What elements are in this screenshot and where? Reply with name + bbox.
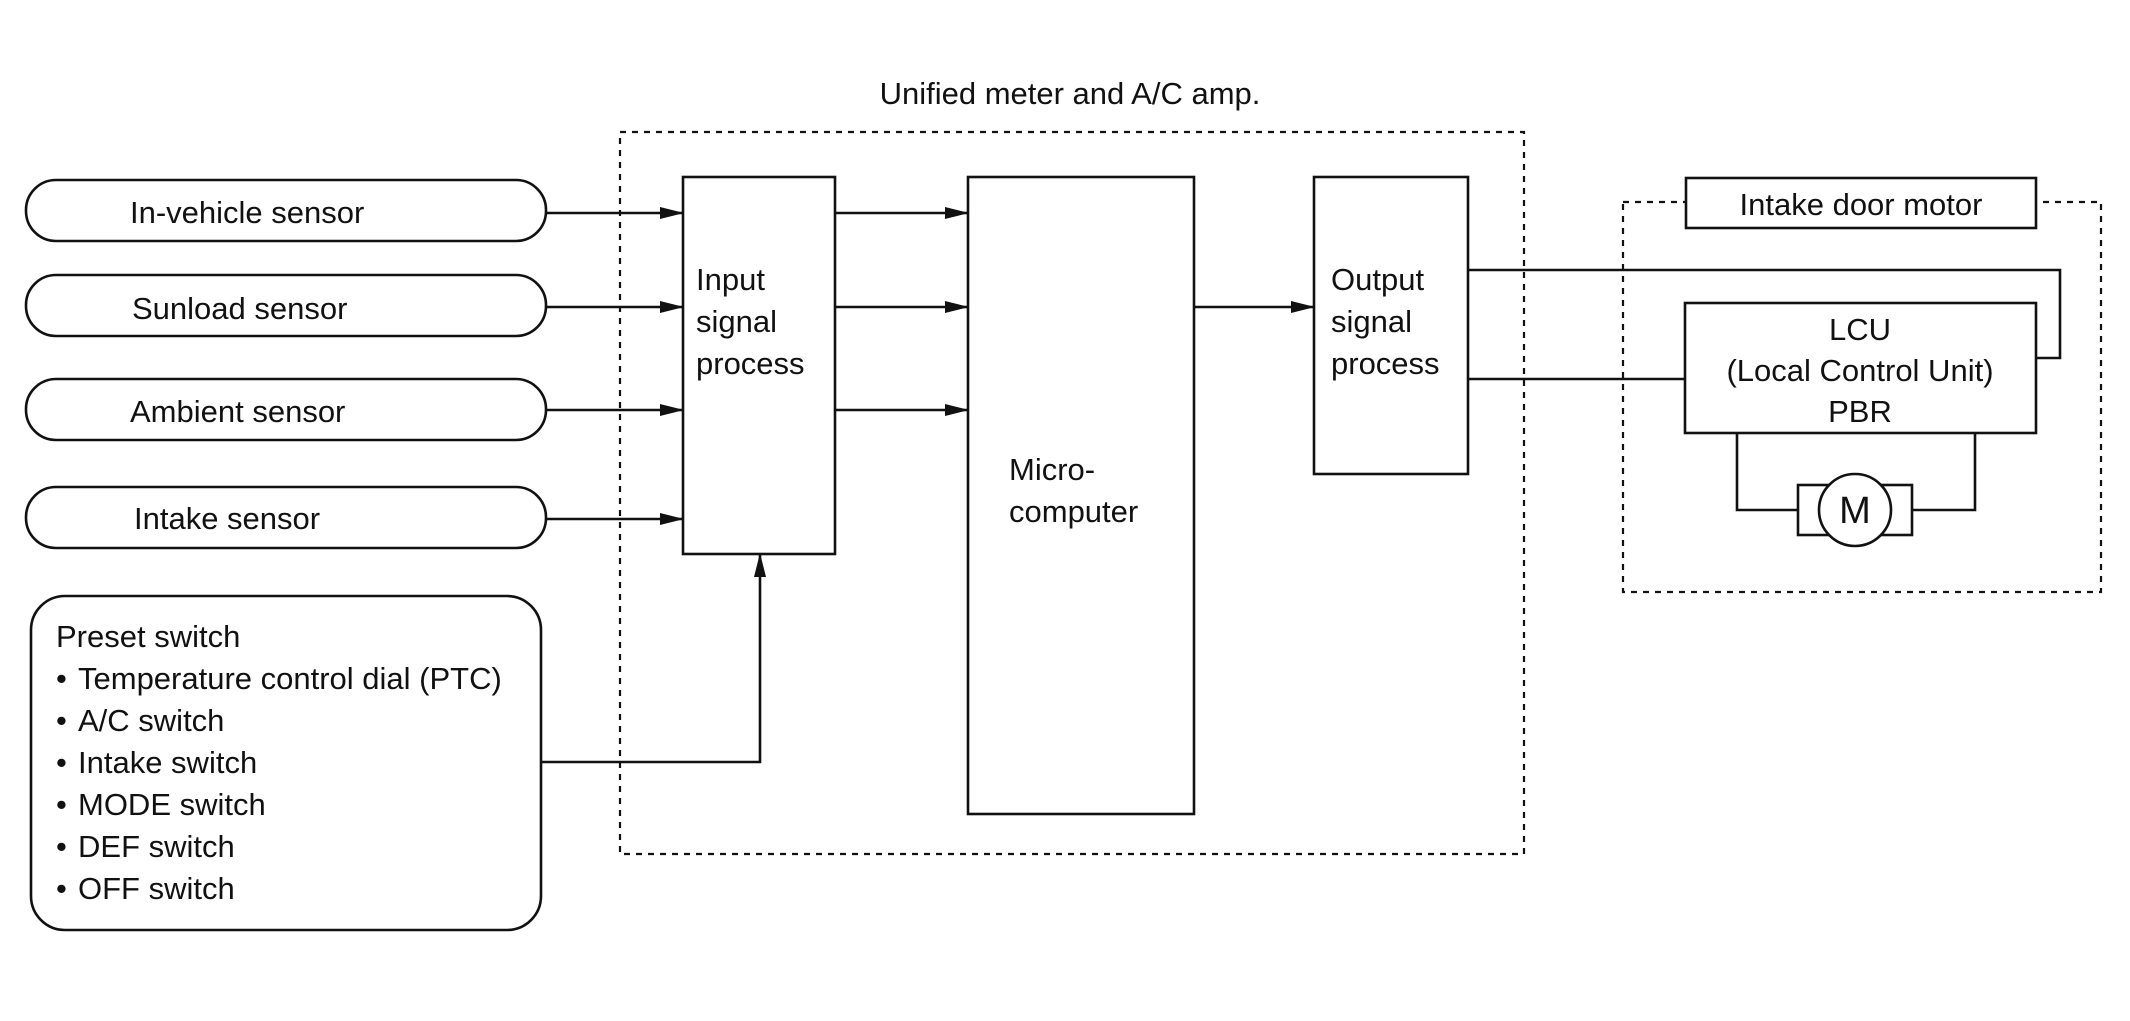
microcomputer-line-2: computer xyxy=(1009,494,1138,529)
microcomputer-line-1: Micro- xyxy=(1009,452,1095,487)
sensor-label: Intake sensor xyxy=(134,501,320,536)
sensor-list: In-vehicle sensor Sunload sensor Ambient… xyxy=(24,178,548,550)
lcu-block: LCU (Local Control Unit) PBR xyxy=(1683,301,2038,435)
bullet: • xyxy=(56,661,67,696)
preset-item-label: DEF switch xyxy=(78,829,235,864)
motor-boundary xyxy=(1621,200,2103,594)
motor-symbol: M xyxy=(1839,490,1871,532)
input-block-line-2: signal xyxy=(696,304,777,339)
output-block-line-2: signal xyxy=(1331,304,1412,339)
sensor-ambient: Ambient sensor xyxy=(24,377,548,442)
output-block-frame xyxy=(1312,175,1470,476)
sensor-sunload: Sunload sensor xyxy=(24,273,548,338)
preset-item-label: OFF switch xyxy=(78,871,235,906)
lcu-line-2: (Local Control Unit) xyxy=(1726,353,1993,388)
preset-item-ac-switch: • A/C switch xyxy=(56,703,224,738)
input-block-line-3: process xyxy=(696,346,805,381)
bullet: • xyxy=(56,871,67,906)
preset-switch-group: Preset switch • Temperature control dial… xyxy=(29,594,543,932)
sensor-frame xyxy=(24,178,548,243)
preset-item-def-switch: • DEF switch xyxy=(56,829,235,864)
bullet: • xyxy=(56,703,67,738)
motor-title-frame xyxy=(1684,176,2038,230)
microcomputer-frame xyxy=(966,175,1196,816)
sensor-frame xyxy=(24,273,548,338)
microcomputer-block: Micro- computer xyxy=(966,175,1196,816)
input-signal-process-block: Input signal process xyxy=(681,175,837,556)
preset-item-label: MODE switch xyxy=(78,787,266,822)
signal-connections xyxy=(541,207,2062,764)
input-block-line-1: Input xyxy=(696,262,765,297)
bullet: • xyxy=(56,829,67,864)
intake-door-motor-unit: Intake door motor LCU (Local Control Uni… xyxy=(1621,176,2103,594)
sensor-in-vehicle: In-vehicle sensor xyxy=(24,178,548,243)
sensor-label: Sunload sensor xyxy=(132,291,347,326)
bullet: • xyxy=(56,787,67,822)
preset-item-off-switch: • OFF switch xyxy=(56,871,235,906)
bullet: • xyxy=(56,745,67,780)
amp-unit: Unified meter and A/C amp. Input signal … xyxy=(618,76,1526,856)
output-signal-process-block: Output signal process xyxy=(1312,175,1470,476)
amp-boundary xyxy=(618,130,1526,856)
preset-switch-title: Preset switch xyxy=(56,619,240,654)
output-block-line-3: process xyxy=(1331,346,1440,381)
sensor-intake: Intake sensor xyxy=(24,485,548,550)
motor-lead-right xyxy=(1912,433,1977,512)
wire-output-to-lcu-top xyxy=(1468,268,2062,360)
preset-item-intake-switch: • Intake switch xyxy=(56,745,257,780)
output-block-line-1: Output xyxy=(1331,262,1424,297)
sensor-label: Ambient sensor xyxy=(130,394,345,429)
preset-item-label: Temperature control dial (PTC) xyxy=(78,661,502,696)
preset-item-label: A/C switch xyxy=(78,703,224,738)
lcu-frame xyxy=(1683,301,2038,435)
motor-lead-left xyxy=(1735,433,1798,512)
sensor-frame xyxy=(24,485,548,550)
preset-item-ptc-dial: • Temperature control dial (PTC) xyxy=(56,661,502,696)
arrow-preset-to-input xyxy=(541,553,766,764)
amp-title: Unified meter and A/C amp. xyxy=(880,76,1261,111)
sensor-label: In-vehicle sensor xyxy=(130,195,364,230)
motor-circle xyxy=(1817,472,1893,548)
preset-item-label: Intake switch xyxy=(78,745,257,780)
input-block-frame xyxy=(681,175,837,556)
preset-item-mode-switch: • MODE switch xyxy=(56,787,266,822)
motor-title: Intake door motor xyxy=(1740,187,1983,222)
lcu-line-1: LCU xyxy=(1829,312,1891,347)
lcu-line-3: PBR xyxy=(1828,394,1892,429)
